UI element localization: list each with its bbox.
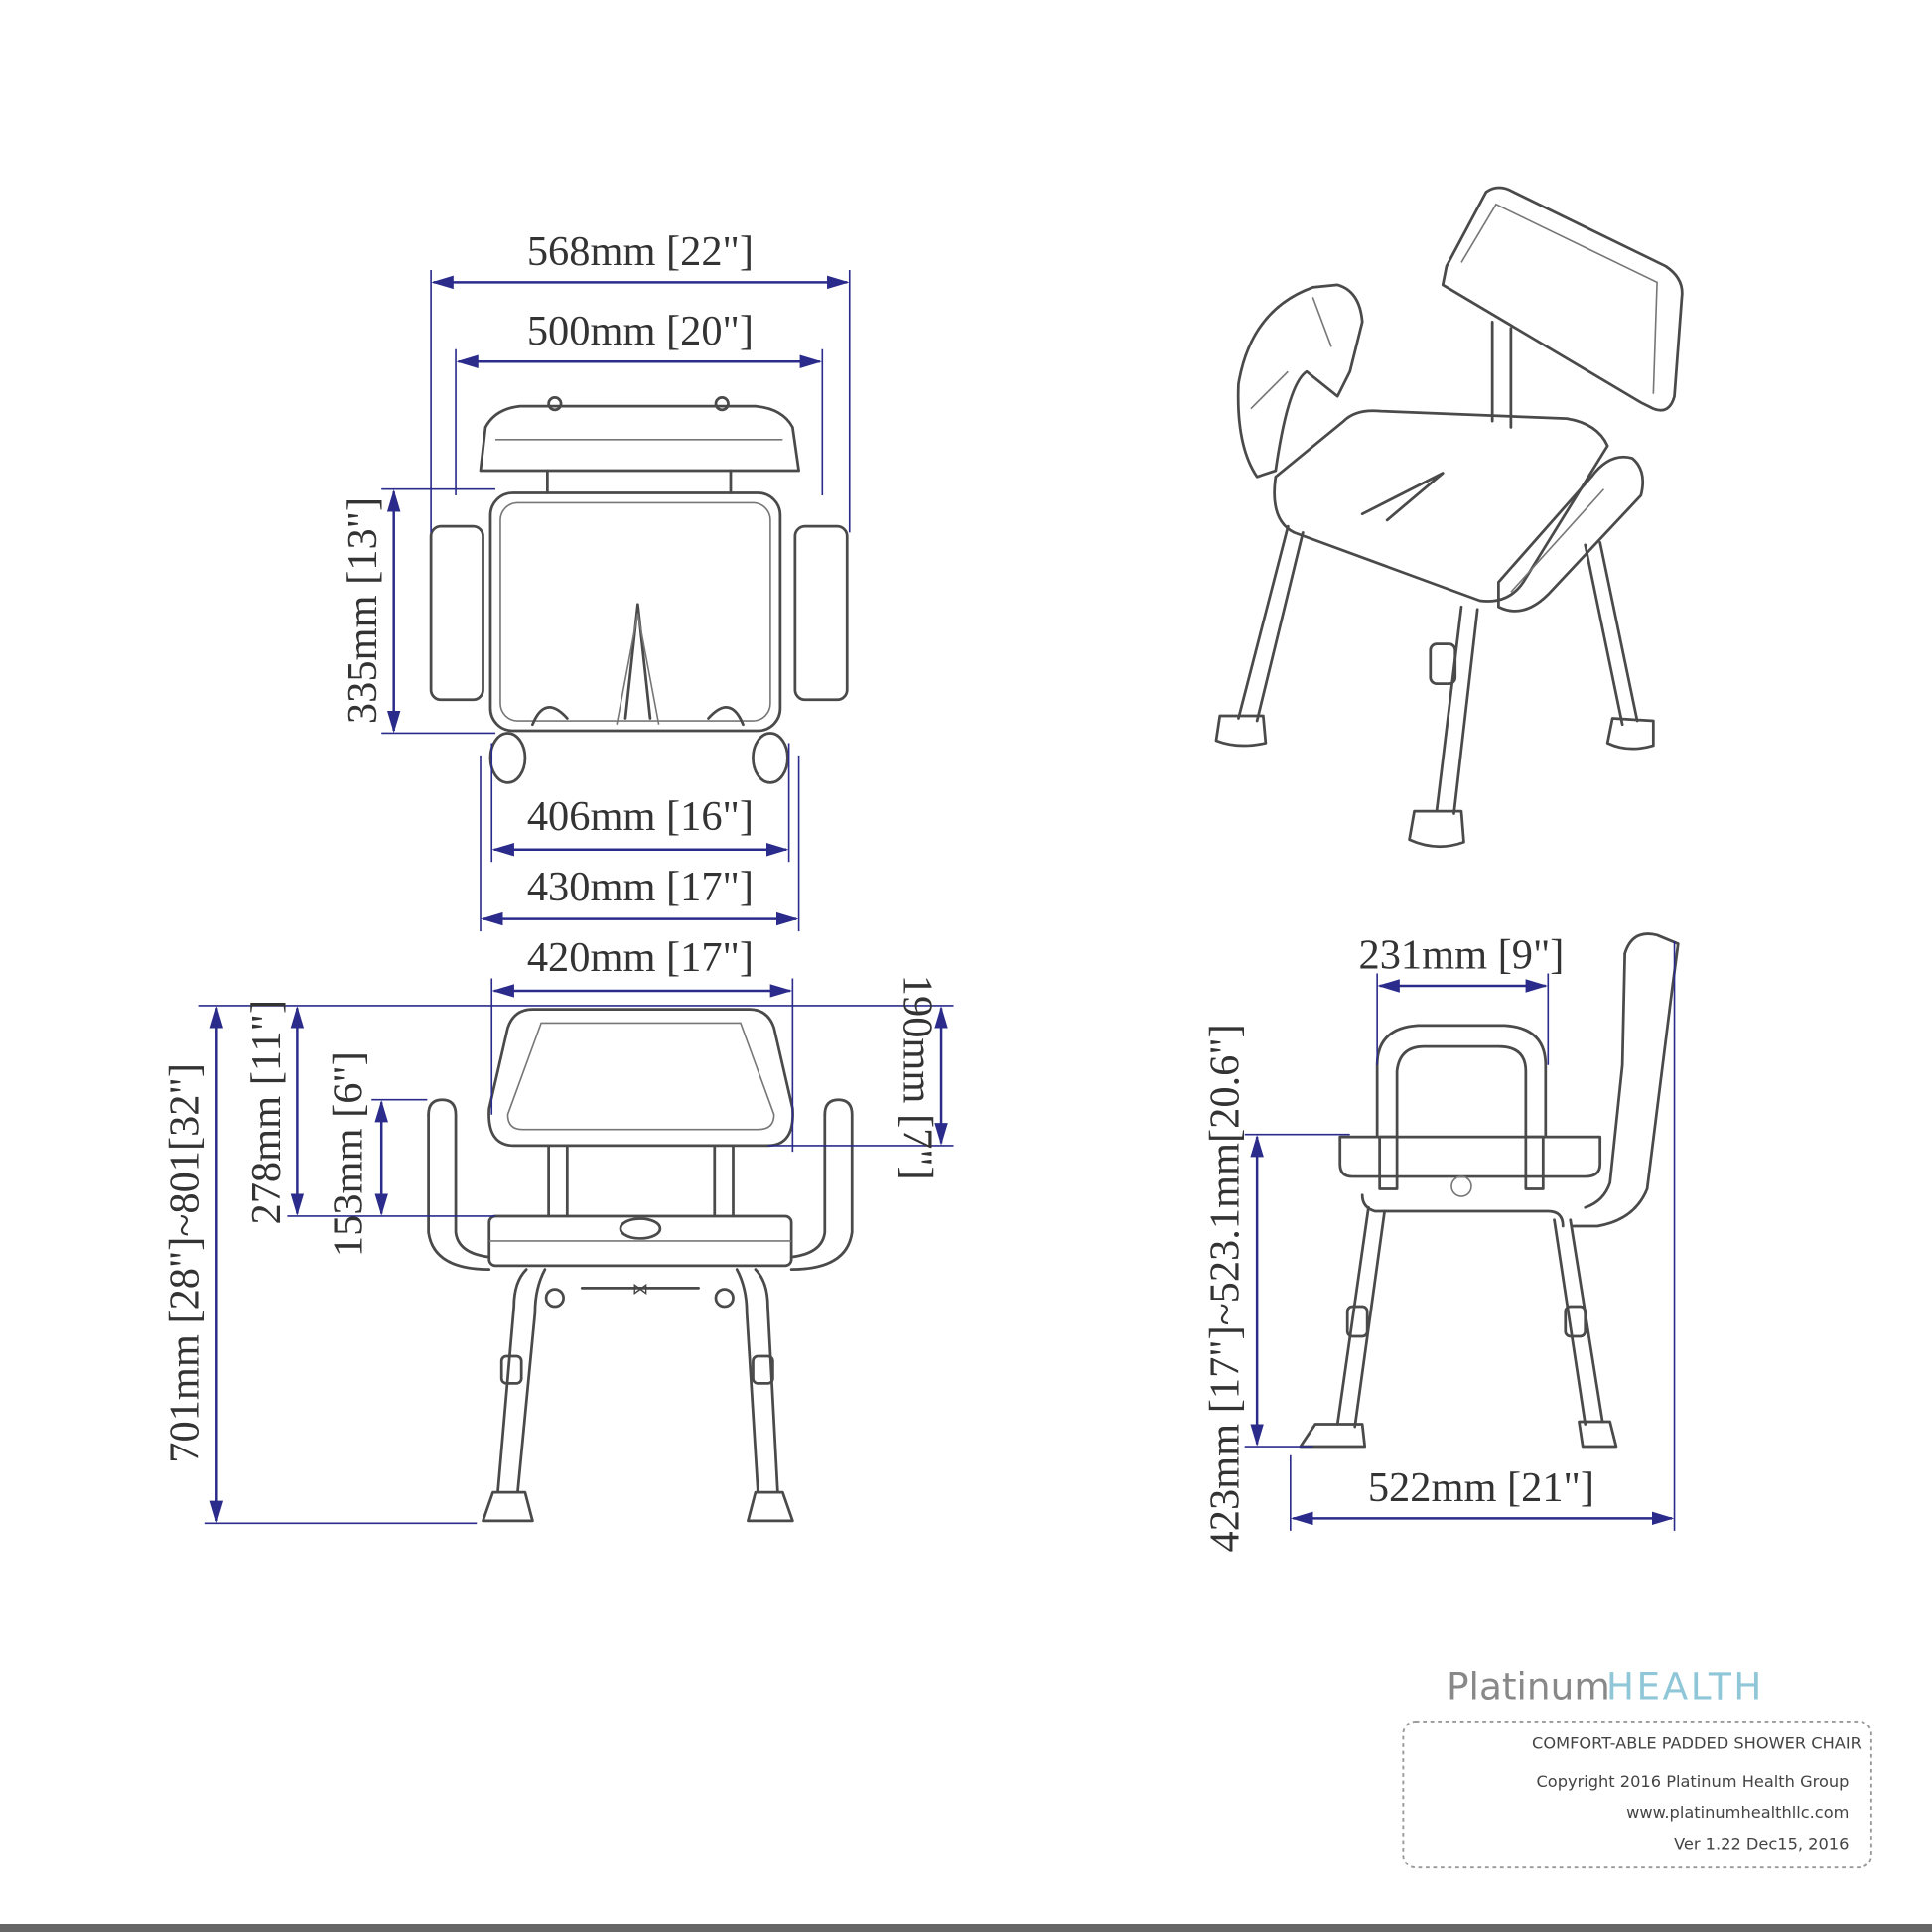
side-view-chair — [1299, 932, 1680, 1449]
front-view-dimensions: 420mm [17"] 701mm [28"]~801[32"] 278mm [… — [162, 934, 954, 1525]
dim-armrest-height: 153mm [6"] — [325, 1051, 371, 1257]
dim-inner-width: 500mm [20"] — [527, 308, 754, 354]
version-text: Ver 1.22 Dec15, 2016 — [1674, 1834, 1849, 1853]
logo-text-health: HEALTH — [1606, 1664, 1764, 1708]
dim-leg-width: 430mm [17"] — [527, 864, 754, 910]
front-view-chair: ⋈ — [427, 1008, 854, 1523]
top-view-chair — [429, 396, 849, 784]
top-view-dimensions: 568mm [22"] 500mm [20"] 335mm [13"] 406m… — [340, 228, 851, 932]
dim-seat-width: 406mm [16"] — [527, 793, 754, 840]
dim-back-height: 278mm [11"] — [243, 1000, 290, 1225]
bottom-border — [0, 1924, 1932, 1932]
brand-logo: Platinum HEALTH — [1447, 1664, 1764, 1708]
copyright-text: Copyright 2016 Platinum Health Group — [1536, 1772, 1849, 1791]
product-name: COMFORT-ABLE PADDED SHOWER CHAIR — [1532, 1733, 1862, 1752]
side-view-dimensions: 231mm [9"] 423mm [17"]~523.1mm[20.6"] 52… — [1201, 931, 1676, 1552]
dim-overall-width: 568mm [22"] — [527, 228, 754, 275]
dim-overall-height: 701mm [28"]~801[32"] — [162, 1063, 208, 1463]
dim-armrest-width: 231mm [9"] — [1358, 931, 1564, 978]
dim-seat-height: 423mm [17"]~523.1mm[20.6"] — [1201, 1024, 1248, 1552]
dim-seat-depth: 335mm [13"] — [340, 497, 386, 724]
isometric-chair — [1214, 186, 1684, 848]
info-box: COMFORT-ABLE PADDED SHOWER CHAIR Copyrig… — [1402, 1721, 1872, 1869]
dim-depth: 522mm [21"] — [1368, 1464, 1594, 1511]
logo-text-platinum: Platinum — [1447, 1664, 1610, 1708]
svg-text:⋈: ⋈ — [632, 1280, 648, 1299]
dim-backrest-height: 190mm [7"] — [895, 975, 941, 1180]
website-text: www.platinumhealthllc.com — [1626, 1803, 1849, 1822]
dim-backrest-width: 420mm [17"] — [527, 934, 754, 981]
